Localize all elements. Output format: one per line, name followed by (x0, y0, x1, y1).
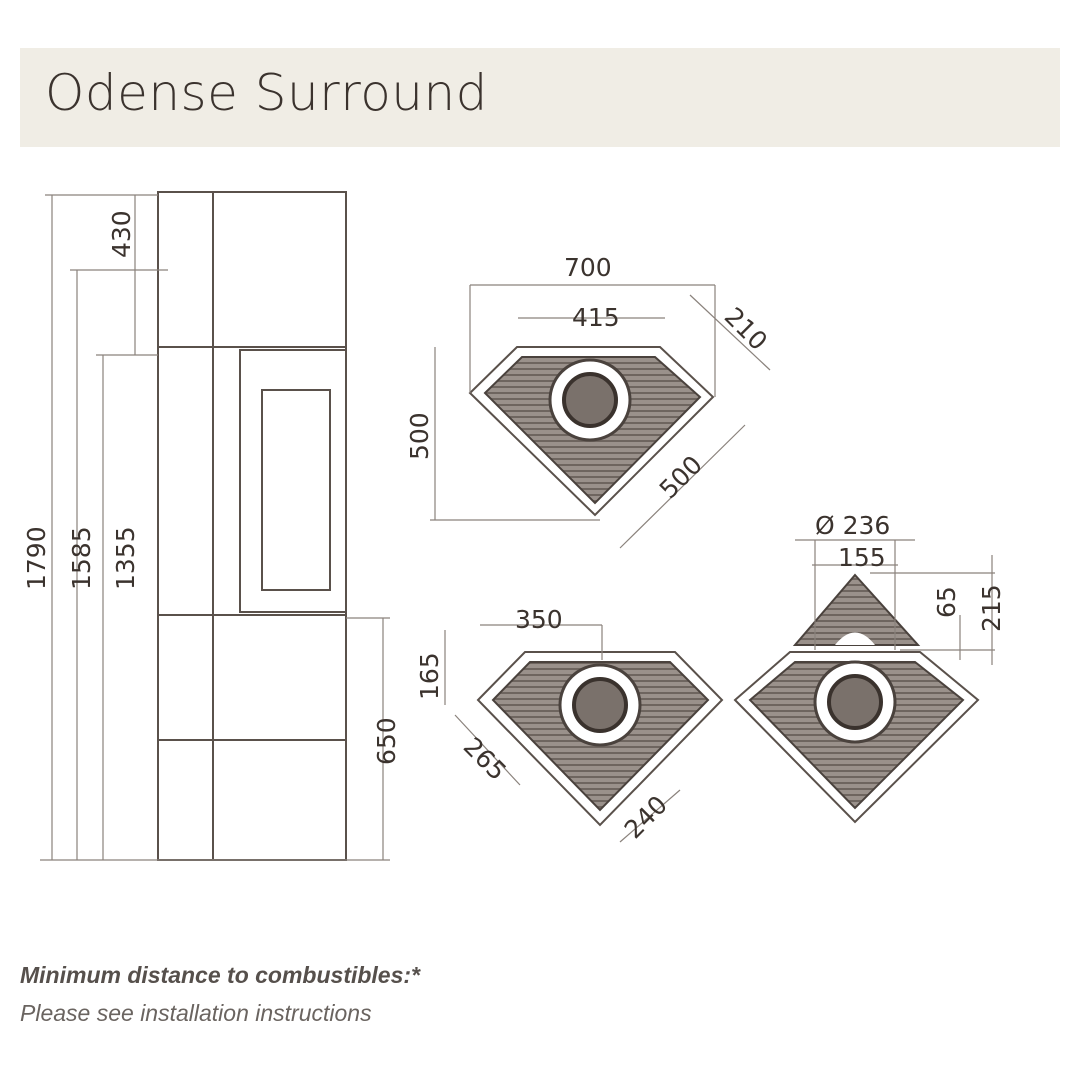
dim-650: 650 (372, 717, 401, 765)
top-view-rear: 350 165 265 240 (415, 605, 724, 844)
title-banner: Odense Surround (20, 48, 1060, 147)
dim-1355: 1355 (111, 526, 140, 590)
dim-265: 265 (458, 732, 512, 786)
dim-65: 65 (932, 586, 961, 618)
dim-215: 215 (977, 584, 1006, 632)
dim-165: 165 (415, 652, 444, 700)
dim-500-diag: 500 (654, 450, 708, 504)
dim-210: 210 (719, 302, 773, 356)
combustibles-heading: Minimum distance to combustibles:* (20, 962, 420, 988)
door-glass (239, 349, 347, 613)
top-view-main: 700 415 210 500 500 (405, 253, 773, 549)
dim-430: 430 (107, 210, 136, 258)
top-view-flue: Ø 236 155 65 215 (733, 511, 1006, 824)
dim-350: 350 (515, 605, 563, 634)
dim-155: 155 (838, 543, 886, 572)
page-title: Odense Surround (45, 64, 488, 122)
front-view: 1790 1585 1355 430 650 (22, 191, 401, 861)
window (261, 389, 331, 591)
installation-note: Please see installation instructions (20, 1000, 372, 1026)
dim-415: 415 (572, 303, 620, 332)
dim-1585: 1585 (67, 526, 96, 590)
dim-1790: 1790 (22, 526, 51, 590)
dim-flue-diameter: Ø 236 (815, 511, 890, 540)
stove-outline (157, 191, 347, 861)
dim-700: 700 (564, 253, 612, 282)
dim-500-depth: 500 (405, 412, 434, 460)
